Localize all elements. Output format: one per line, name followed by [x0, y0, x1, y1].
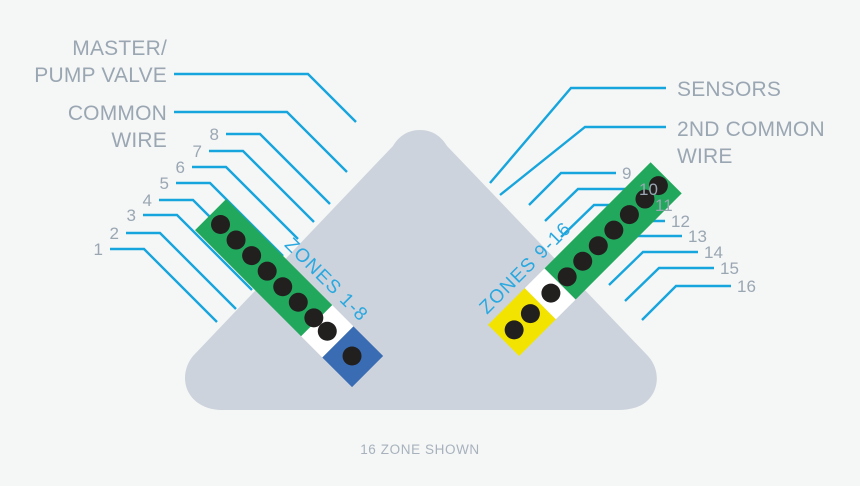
zone-number-14: 14 — [704, 243, 723, 262]
zone-number-12: 12 — [671, 212, 690, 231]
sensors-line1: SENSORS — [677, 78, 781, 101]
left-port-8 — [317, 321, 337, 341]
callout-second-common-wire: 2ND COMMON WIRE — [677, 118, 825, 168]
right-zone-numbers: 9 10 11 12 13 14 15 16 — [622, 164, 756, 296]
zone-number-13: 13 — [688, 227, 707, 246]
right-port-16 — [648, 176, 668, 196]
left-zone-numbers: 1 2 3 4 5 6 7 8 — [94, 125, 219, 259]
leader-line-zone-3 — [143, 213, 253, 291]
left-port-master — [342, 346, 362, 366]
right-port-9 — [541, 283, 561, 303]
left-port-3 — [242, 246, 262, 266]
zone-number-8: 8 — [210, 125, 219, 144]
leader-line-sensors — [489, 86, 666, 184]
left-port-6 — [288, 292, 308, 312]
callout-master-pump-valve: MASTER/ PUMP VALVE — [34, 37, 167, 87]
zone-number-1: 1 — [94, 240, 103, 259]
leader-line-zone-10 — [544, 187, 633, 222]
left-callout-leader-lines — [174, 72, 357, 173]
right-port-12 — [588, 236, 608, 256]
zone-number-7: 7 — [193, 142, 202, 161]
right-callout-leader-lines — [489, 86, 666, 196]
second-common-wire-line2: WIRE — [677, 145, 733, 168]
zone-number-16: 16 — [737, 277, 756, 296]
leader-line-zone-1 — [110, 247, 218, 323]
leader-line-zone-2 — [126, 231, 237, 310]
callout-common-wire: COMMON WIRE — [68, 102, 167, 152]
right-port-sensor-a — [504, 320, 524, 340]
callout-sensors: SENSORS — [677, 78, 781, 101]
right-port-10 — [557, 267, 577, 287]
right-port-13 — [604, 220, 624, 240]
zone-number-10: 10 — [639, 180, 658, 199]
right-yellow-terminal-block — [487, 288, 556, 357]
zone-number-9: 9 — [622, 164, 631, 183]
leader-line-common-wire — [174, 110, 348, 173]
second-common-wire-line1: 2ND COMMON — [677, 118, 825, 141]
zone-number-11: 11 — [655, 196, 673, 215]
zone-number-15: 15 — [720, 259, 739, 278]
left-port-5 — [273, 277, 293, 297]
leader-line-second-common-wire — [499, 125, 666, 196]
common-wire-line1: COMMON — [68, 102, 167, 125]
left-port-4 — [257, 261, 277, 281]
leader-line-zone-7 — [209, 149, 315, 223]
master-pump-valve-line2: PUMP VALVE — [34, 64, 167, 87]
leader-line-zone-9 — [528, 171, 616, 206]
leader-line-zone-14 — [608, 250, 698, 286]
left-zone-leader-lines — [110, 132, 331, 323]
right-terminal-assembly — [487, 162, 682, 357]
diagram-caption: 16 ZONE SHOWN — [360, 442, 480, 457]
zone-number-4: 4 — [143, 191, 152, 210]
leader-line-master-pump-valve — [174, 72, 357, 123]
zone-number-2: 2 — [110, 224, 119, 243]
right-port-sensor-b — [520, 304, 540, 324]
right-port-15 — [635, 189, 655, 209]
master-pump-valve-line1: MASTER/ — [72, 37, 167, 60]
leader-line-zone-15 — [624, 266, 714, 302]
zone-number-3: 3 — [127, 206, 136, 225]
zone-number-6: 6 — [176, 158, 185, 177]
leader-line-zone-6 — [192, 165, 299, 240]
left-port-2 — [226, 230, 246, 250]
common-wire-line2: WIRE — [111, 129, 167, 152]
leader-line-zone-16 — [641, 284, 731, 321]
right-port-11 — [573, 251, 593, 271]
left-port-7 — [304, 308, 324, 328]
right-port-14 — [619, 205, 639, 225]
left-terminal-assembly — [195, 199, 384, 388]
controller-body-shape — [185, 130, 657, 410]
zone-number-5: 5 — [160, 174, 169, 193]
left-port-1 — [211, 215, 231, 235]
leader-line-zone-8 — [226, 132, 331, 205]
